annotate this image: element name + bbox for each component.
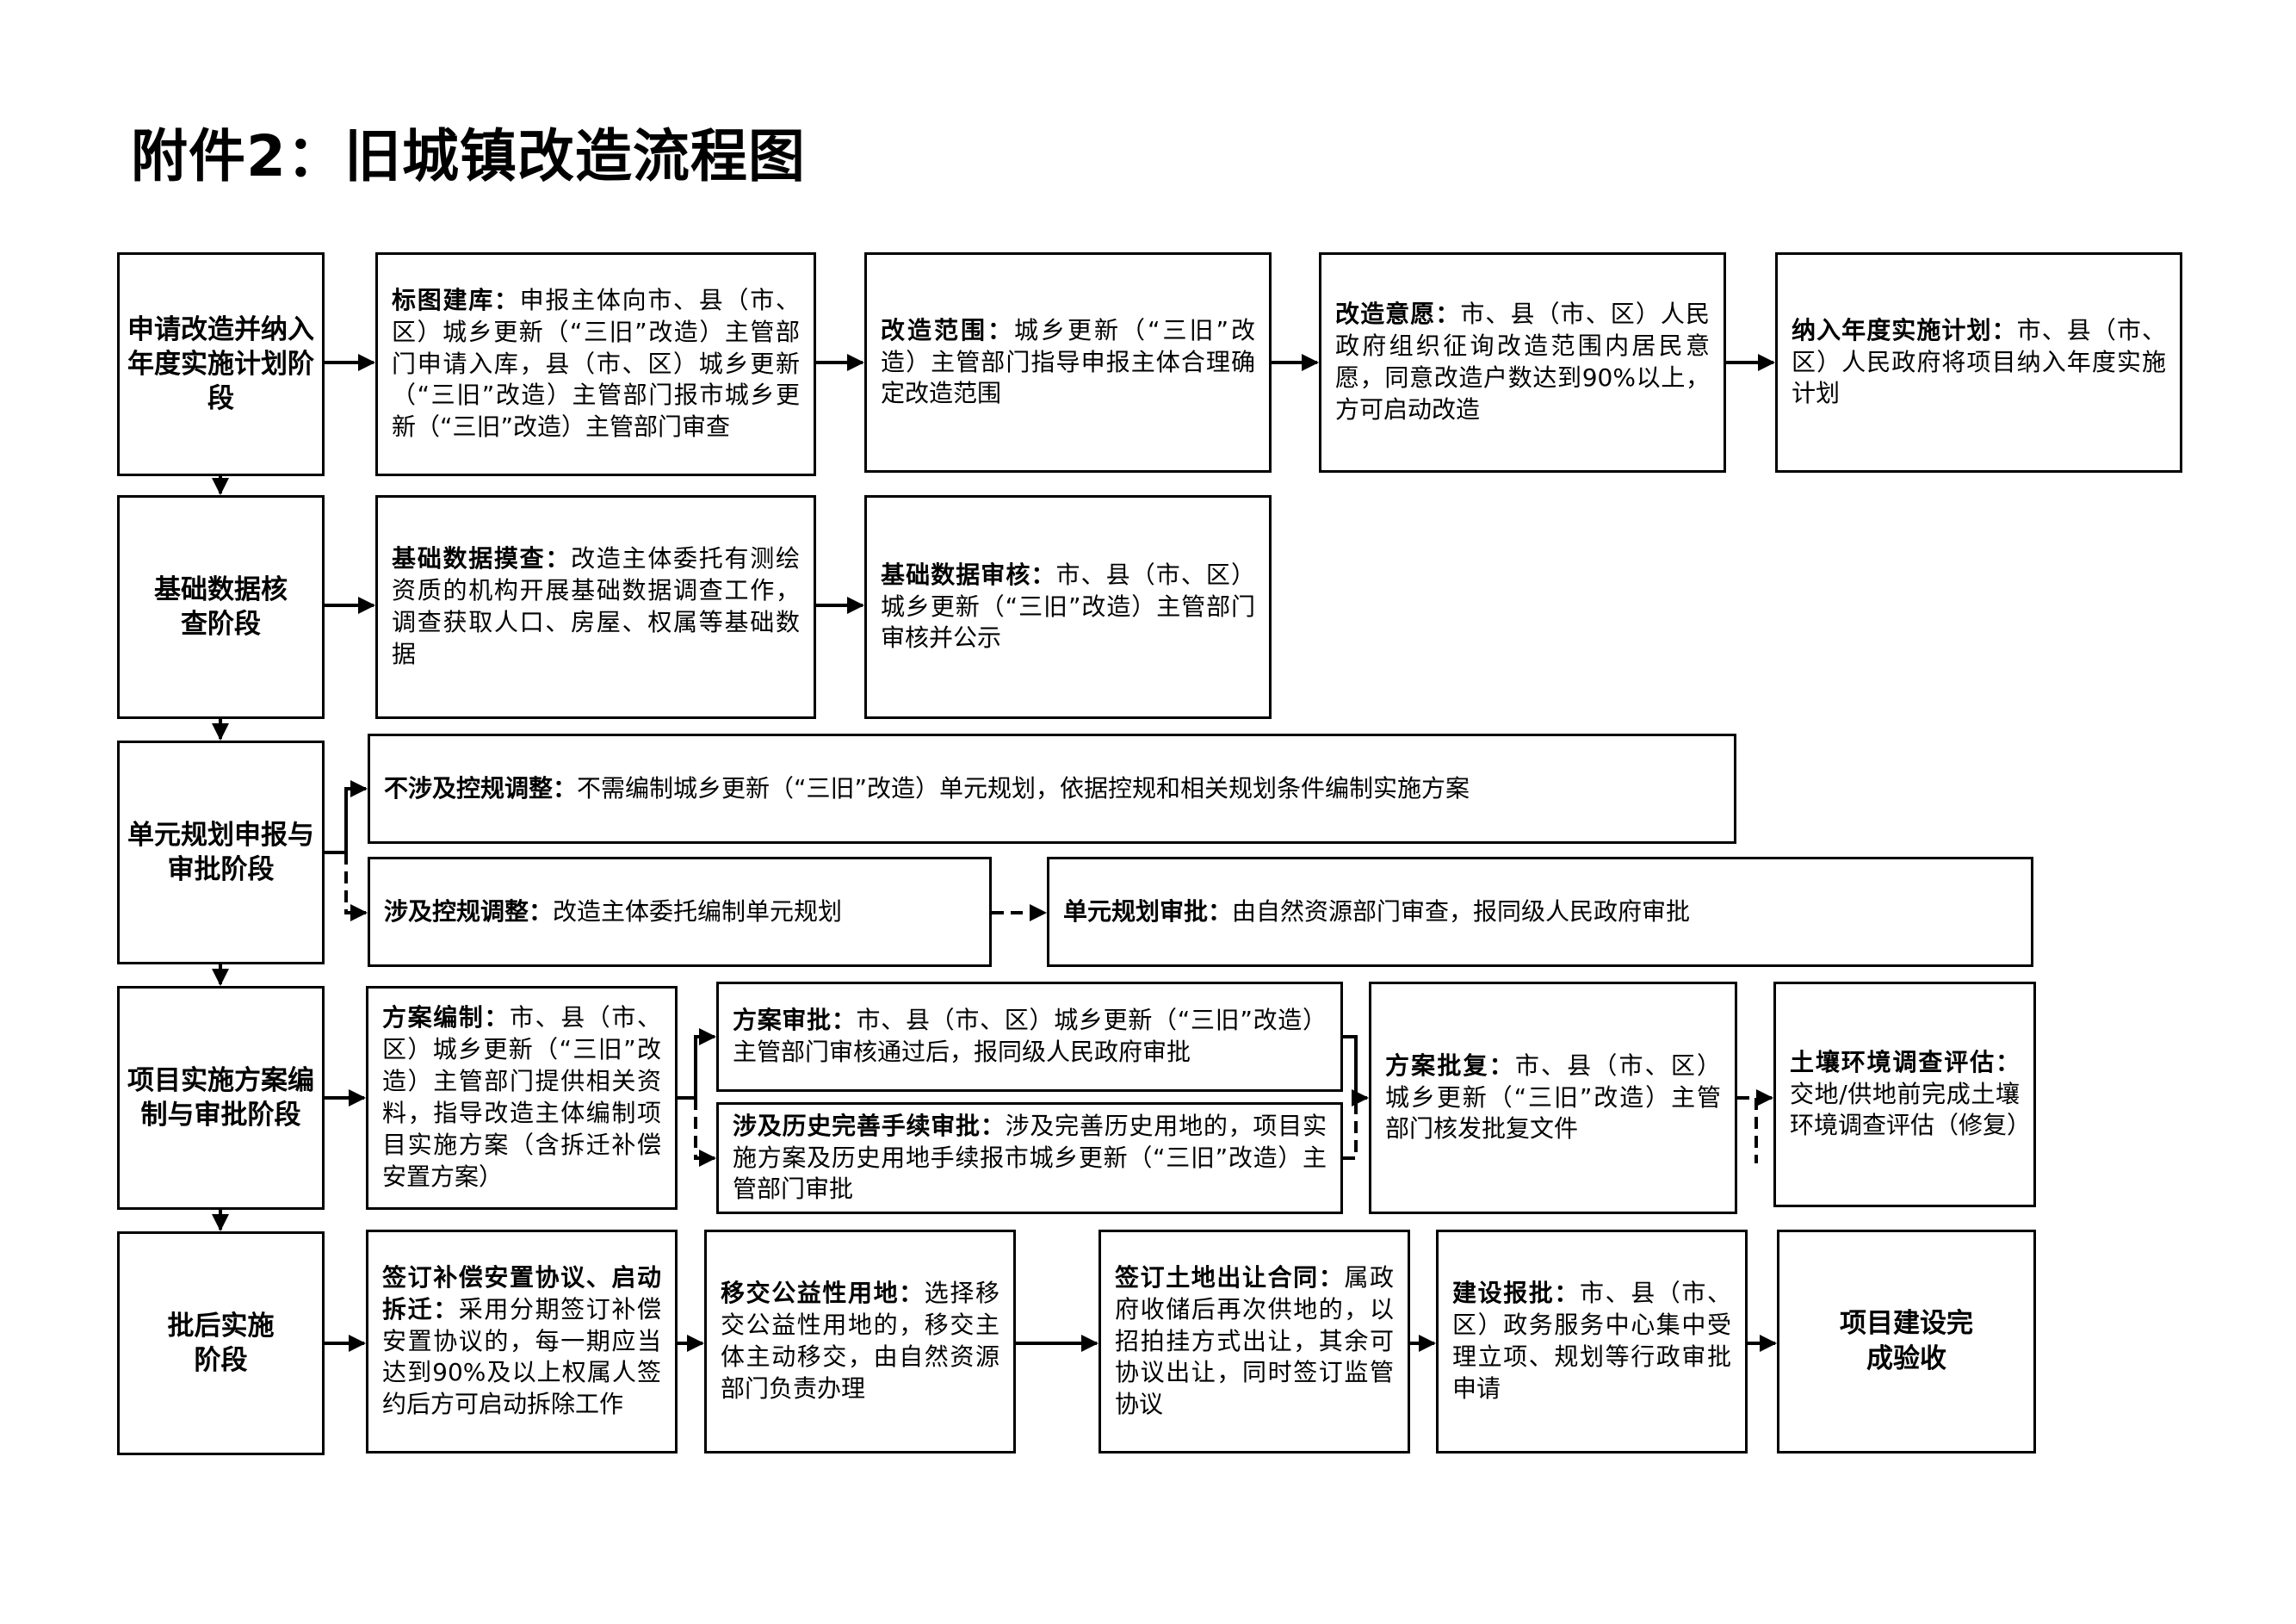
page-title: 附件2：旧城镇改造流程图 [131,123,806,189]
arrow-r3-to-no-adjust [325,780,368,854]
step-scheme-review: 方案审批：市、县（市、区）城乡更新（“三旧”改造）主管部门审核通过后，报同级人民… [716,982,1343,1092]
step-label: 基础数据审核： [881,560,1056,589]
step-no-regulatory-adjust: 不涉及控规调整：不需编制城乡更新（“三旧”改造）单元规划，依据控规和相关规划条件… [368,734,1736,844]
stage-label: 申请改造并纳入年度实施计划阶段 [127,313,314,415]
arrow-r4-to-historical [694,1098,716,1167]
step-annual-plan: 纳入年度实施计划：市、县（市、区）人民政府将项目纳入年度实施计划 [1775,252,2182,473]
step-text: 选择移交公益性用地的，移交主体主动移交，由自然资源部门负责办理 [721,1279,999,1403]
step-label: 移交公益性用地： [721,1279,925,1308]
step-label: 签订土地出让合同： [1115,1262,1345,1292]
step-text: 交地/供地前完成土壤环境调查评估（修复） [1790,1079,2032,1140]
step-text: 市、县（市、区）城乡更新（“三旧”改造）主管部门审核通过后，报同级人民政府审批 [733,1006,1327,1066]
step-text: 属政府收储后再次供地的，以招拍挂方式出让，其余可协议出让，同时签订监管协议 [1115,1262,1394,1419]
step-text: 项目建设完成验收 [1840,1308,1973,1374]
arrow-r4-historical-to-reply [1343,1098,1358,1160]
step-text: 改造主体委托编制单元规划 [553,896,843,926]
step-text: 市、县（市、区）城乡更新（“三旧”改造）主管部门核发批复文件 [1385,1051,1721,1144]
step-label: 方案批复： [1385,1051,1515,1080]
step-label: 方案审批： [733,1006,857,1035]
step-text: 城乡更新（“三旧”改造）主管部门指导申报主体合理确定改造范围 [881,315,1255,408]
step-text: 涉及完善历史用地的，项目实施方案及历史用地手续报市城乡更新（“三旧”改造）主管部… [733,1111,1327,1204]
step-scope: 改造范围：城乡更新（“三旧”改造）主管部门指导申报主体合理确定改造范围 [864,252,1272,473]
stage-box-implementation: 批后实施阶段 [117,1231,325,1455]
step-construction-approval: 建设报批：市、县（市、区）政务服务中心集中受理立项、规划等行政审批申请 [1436,1230,1748,1454]
step-label: 改造意愿： [1335,300,1461,329]
step-data-survey: 基础数据摸查：改造主体委托有测绘资质的机构开展基础数据调查工作，调查获取人口、房… [375,495,816,719]
step-label: 建设报批： [1452,1279,1580,1308]
arrow-r4-review-to-reply [1343,1035,1369,1106]
step-text: 市、县（市、区）政务服务中心集中受理立项、规划等行政审批申请 [1452,1279,1731,1403]
step-label: 涉及控规调整： [384,896,554,926]
step-label: 标图建库： [392,285,520,314]
step-compensation-agreement: 签订补偿安置协议、启动拆迁：采用分期签订补偿安置协议的，每一期应当达到90%及以… [366,1230,678,1454]
step-text: 改造主体委托有测绘资质的机构开展基础数据调查工作，调查获取人口、房屋、权属等基础… [392,544,800,668]
step-completion-acceptance: 项目建设完成验收 [1777,1230,2036,1454]
arrow-r4-reply-to-soil [1737,1096,1758,1163]
stage-box-apply: 申请改造并纳入年度实施计划阶段 [117,252,325,476]
step-label: 基础数据摸查： [392,544,572,573]
arrow-r3-to-adjust [344,852,368,921]
step-label: 签订补偿安置协议、启动拆迁： [382,1262,661,1323]
arrow-r4-to-scheme-review [678,1028,716,1100]
step-map-database: 标图建库：申报主体向市、县（市、区）城乡更新（“三旧”改造）主管部门申请入库，县… [375,252,816,476]
step-text: 申报主体向市、县（市、区）城乡更新（“三旧”改造）主管部门申请入库，县（市、区）… [392,285,800,442]
step-regulatory-adjust: 涉及控规调整：改造主体委托编制单元规划 [368,857,992,967]
step-label: 不涉及控规调整： [384,773,578,803]
step-text: 市、县（市、区）人民政府将项目纳入年度实施计划 [1792,315,2166,408]
step-scheme-prep: 方案编制：市、县（市、区）城乡更新（“三旧”改造）主管部门提供相关资料，指导改造… [366,986,678,1210]
stage-label: 基础数据核查阶段 [154,573,288,640]
step-label: 土壤环境调查评估： [1790,1047,2020,1076]
stage-box-data-check: 基础数据核查阶段 [117,495,325,719]
stage-label: 项目实施方案编制与审批阶段 [127,1064,314,1131]
step-text: 市、县（市、区）城乡更新（“三旧”改造）主管部门审核并公示 [881,560,1255,653]
step-willingness: 改造意愿：市、县（市、区）人民政府组织征询改造范围内居民意愿，同意改造户数达到9… [1319,252,1726,473]
stage-label: 单元规划申报与审批阶段 [127,819,314,885]
step-label: 单元规划审批： [1063,896,1233,926]
step-label: 纳入年度实施计划： [1792,315,2017,344]
stage-box-unit-plan: 单元规划申报与审批阶段 [117,741,325,964]
step-label: 改造范围： [881,315,1014,344]
step-land-transfer-contract: 签订土地出让合同：属政府收储后再次供地的，以招拍挂方式出让，其余可协议出让，同时… [1098,1230,1410,1454]
stage-box-scheme: 项目实施方案编制与审批阶段 [117,986,325,1210]
step-text: 采用分期签订补偿安置协议的，每一期应当达到90%及以上权属人签约后方可启动拆除工… [382,1294,661,1419]
step-text: 由自然资源部门审查，报同级人民政府审批 [1232,896,1691,926]
step-unit-plan-approval: 单元规划审批：由自然资源部门审查，报同级人民政府审批 [1047,857,2033,967]
step-label: 方案编制： [382,1003,510,1032]
step-text: 不需编制城乡更新（“三旧”改造）单元规划，依据控规和相关规划条件编制实施方案 [577,773,1470,803]
step-text: 市、县（市、区）城乡更新（“三旧”改造）主管部门提供相关资料，指导改造主体编制项… [382,1003,661,1191]
stage-label: 批后实施阶段 [167,1310,275,1376]
step-soil-assessment: 土壤环境调查评估： 交地/供地前完成土壤环境调查评估（修复） [1773,982,2036,1207]
step-public-land-transfer: 移交公益性用地：选择移交公益性用地的，移交主体主动移交，由自然资源部门负责办理 [704,1230,1016,1454]
step-label: 涉及历史完善手续审批： [733,1111,1006,1140]
step-historical-procedure: 涉及历史完善手续审批：涉及完善历史用地的，项目实施方案及历史用地手续报市城乡更新… [716,1102,1343,1214]
step-data-review: 基础数据审核：市、县（市、区）城乡更新（“三旧”改造）主管部门审核并公示 [864,495,1272,719]
step-scheme-reply: 方案批复：市、县（市、区）城乡更新（“三旧”改造）主管部门核发批复文件 [1369,982,1737,1214]
step-text: 市、县（市、区）人民政府组织征询改造范围内居民意愿，同意改造户数达到90%以上，… [1335,300,1710,424]
